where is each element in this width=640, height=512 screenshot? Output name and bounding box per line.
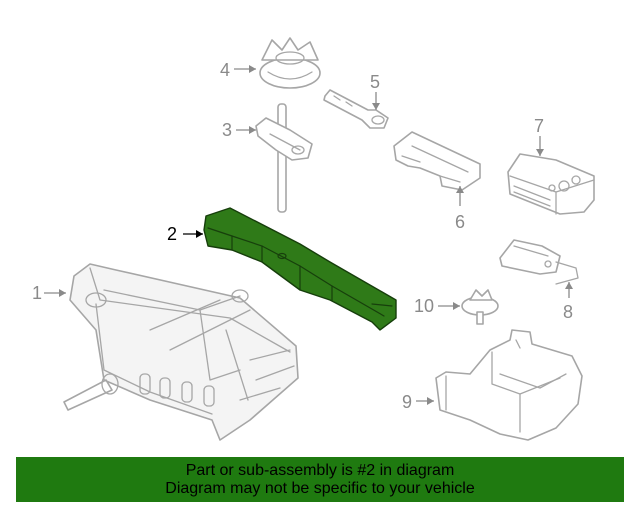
part-1-scissor-jack[interactable] bbox=[63, 263, 299, 441]
callout-number-5: 5 bbox=[370, 72, 380, 92]
callout-number-10: 10 bbox=[414, 296, 434, 316]
callout-number-1: 1 bbox=[32, 283, 42, 303]
part-8-latch-clip[interactable] bbox=[499, 239, 579, 285]
callout-6: 6 bbox=[455, 186, 465, 232]
parts-diagram: 1 2 3 4 5 6 7 8 9 10 bbox=[32, 37, 595, 441]
callout-2: 2 bbox=[167, 224, 203, 244]
callout-number-6: 6 bbox=[455, 212, 465, 232]
callout-arrow-9 bbox=[427, 397, 434, 405]
callout-number-4: 4 bbox=[220, 60, 230, 80]
callout-4: 4 bbox=[220, 60, 256, 80]
part-4-retainer-cap[interactable] bbox=[259, 37, 321, 89]
callout-number-3: 3 bbox=[222, 120, 232, 140]
part-2-jack-handle-highlighted[interactable] bbox=[203, 207, 397, 331]
part-7-storage-box[interactable] bbox=[507, 153, 595, 215]
callout-layer: 1 2 3 4 5 6 7 8 9 10 bbox=[32, 60, 573, 412]
callout-5: 5 bbox=[370, 72, 380, 110]
callout-arrow-4 bbox=[249, 65, 256, 73]
callout-8: 8 bbox=[563, 282, 573, 322]
callout-arrow-2 bbox=[196, 230, 203, 238]
banner-line-2: Diagram may not be specific to your vehi… bbox=[165, 479, 475, 497]
part-6-bracket[interactable] bbox=[393, 131, 481, 191]
callout-number-2: 2 bbox=[167, 224, 177, 244]
part-3-hold-down-bolt[interactable] bbox=[255, 103, 313, 213]
callout-arrow-8 bbox=[565, 282, 573, 289]
part-9-foam-tray[interactable] bbox=[435, 329, 583, 441]
part-info-banner: Part or sub-assembly is #2 in diagram Di… bbox=[16, 457, 624, 502]
callout-arrow-6 bbox=[456, 186, 464, 193]
callout-arrow-10 bbox=[453, 302, 460, 310]
callout-1: 1 bbox=[32, 283, 66, 303]
callout-number-9: 9 bbox=[402, 392, 412, 412]
part-5-key-tool[interactable] bbox=[323, 89, 389, 129]
callout-10: 10 bbox=[414, 296, 460, 316]
callout-3: 3 bbox=[222, 120, 256, 140]
callout-number-8: 8 bbox=[563, 302, 573, 322]
callout-arrow-3 bbox=[249, 126, 256, 134]
callout-7: 7 bbox=[534, 116, 544, 156]
part-10-wing-nut[interactable] bbox=[461, 289, 499, 325]
callout-arrow-1 bbox=[59, 289, 66, 297]
banner-line-1: Part or sub-assembly is #2 in diagram bbox=[185, 461, 455, 479]
callout-9: 9 bbox=[402, 392, 434, 412]
callout-arrow-7 bbox=[536, 149, 544, 156]
callout-arrow-5 bbox=[372, 103, 380, 110]
callout-number-7: 7 bbox=[534, 116, 544, 136]
